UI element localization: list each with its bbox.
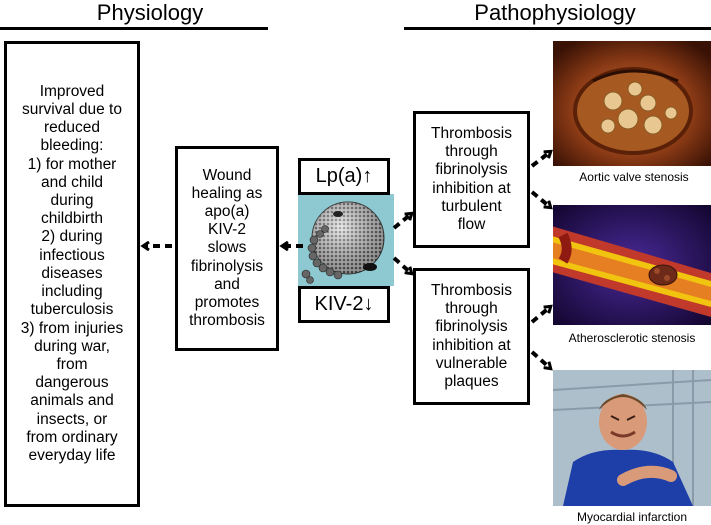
lpa-label: Lp(a)↑ bbox=[298, 158, 390, 195]
arrow-molecule-to-plaques bbox=[392, 256, 411, 273]
pathophysiology-heading: Pathophysiology bbox=[474, 0, 636, 25]
physiology-heading: Physiology bbox=[96, 0, 204, 25]
arrow-plaques-to-athero bbox=[530, 307, 550, 324]
athero-caption: Atherosclerotic stenosis bbox=[568, 331, 696, 345]
lpa-molecule-drawing bbox=[301, 201, 385, 284]
pathophysiology-underline bbox=[404, 27, 711, 30]
aortic-valve-photo bbox=[553, 41, 711, 166]
mi-caption: Myocardial infarction bbox=[576, 510, 688, 524]
arrow-molecule-to-turbulent bbox=[392, 214, 411, 230]
arrow-turbulent-to-aortic bbox=[530, 152, 550, 168]
lpa-molecule-image bbox=[298, 194, 394, 286]
arrow-turbulent-to-athero bbox=[530, 190, 550, 207]
myocardial-infarction-photo bbox=[553, 370, 711, 506]
kiv2-label: KIV-2↓ bbox=[298, 286, 390, 323]
physiology-underline bbox=[0, 27, 268, 30]
aortic-caption: Aortic valve stenosis bbox=[579, 170, 689, 184]
arrow-plaques-to-mi bbox=[530, 350, 550, 368]
atherosclerosis-photo bbox=[553, 205, 711, 325]
